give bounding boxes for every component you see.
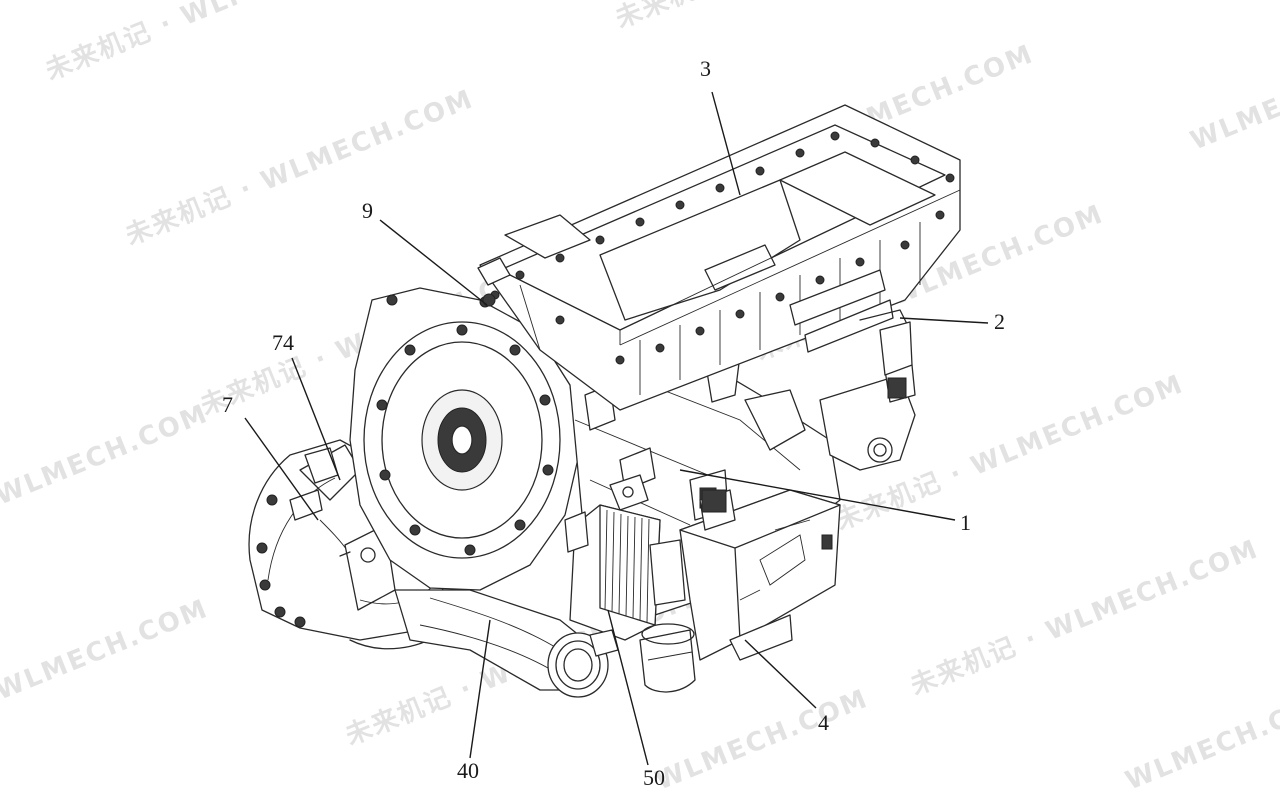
- callout-74: 74: [272, 330, 294, 355]
- leader-2: [899, 317, 989, 324]
- leader-50: [607, 609, 649, 766]
- oil-pipe: [394, 589, 619, 698]
- watermark-text: 未来机记 · WLMECH.COM: [41, 0, 398, 86]
- leader-40: [469, 619, 491, 759]
- oil-filter: [639, 623, 696, 693]
- callout-50: 50: [643, 765, 665, 790]
- drive-unit: [248, 104, 961, 698]
- watermark-text: WLMECH.COM: [1121, 684, 1280, 797]
- callout-40: 40: [457, 758, 479, 783]
- callout-4: 4: [818, 710, 829, 735]
- leader-1: [679, 469, 956, 521]
- watermark-text: WLMECH.COM: [1186, 44, 1280, 157]
- watermark-text: 未来机记 · WLMECH.COM: [906, 534, 1263, 701]
- inverter-housing: [477, 104, 961, 411]
- leader-4: [744, 639, 817, 709]
- callout-labels: 3 9 2 74 7 1 4 40 50: [222, 56, 1005, 790]
- flange-bolts: [376, 294, 554, 556]
- watermark-text: WLMECH.COM: [0, 594, 213, 707]
- callout-9: 9: [362, 198, 373, 223]
- callout-7: 7: [222, 392, 233, 417]
- leader-74: [291, 357, 341, 481]
- watermark-text: 未来机记 · WLMECH.COM: [611, 0, 968, 34]
- leader-7: [244, 417, 319, 521]
- callout-3: 3: [700, 56, 711, 81]
- leader-9: [379, 219, 488, 306]
- watermark-text: WLMECH.COM: [651, 684, 872, 797]
- motor-flange: [349, 287, 581, 591]
- leader-3: [711, 91, 741, 196]
- callout-2: 2: [994, 309, 1005, 334]
- watermark-text: 未来机记 · WLMECH.COM: [121, 84, 478, 251]
- leader-lines: [244, 91, 989, 766]
- oil-cooler: [564, 474, 686, 641]
- lower-housing: [679, 489, 841, 661]
- callout-1: 1: [960, 510, 971, 535]
- watermark-text: WLMECH.COM: [0, 399, 213, 512]
